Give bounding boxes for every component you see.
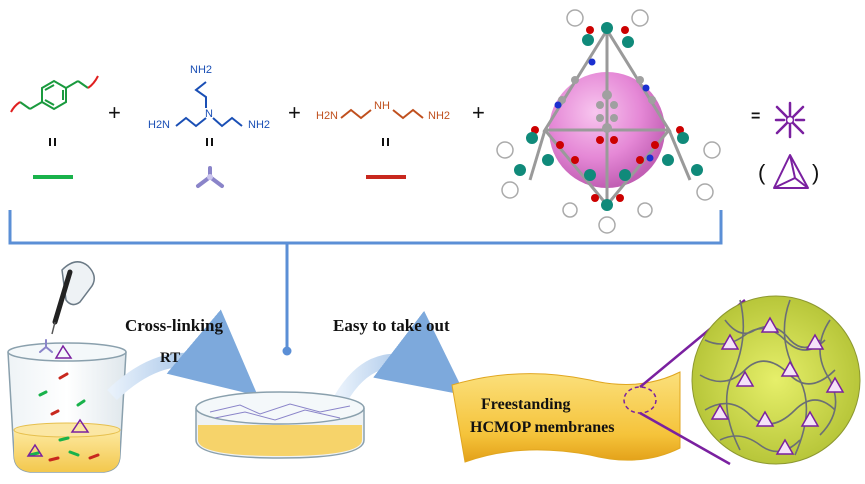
amine-a-nh2-right: NH2 xyxy=(248,119,271,131)
amine-a-h2n-left: H2N xyxy=(148,119,171,131)
membrane-label-line2: HCMOP membranes xyxy=(470,419,615,436)
membrane-sheet xyxy=(451,371,681,463)
amine-b-h2n: H2N xyxy=(316,110,339,122)
take-out-arrow xyxy=(333,310,466,404)
pipette-glove-icon xyxy=(51,261,95,335)
amine-a-center-n: N xyxy=(205,108,213,120)
bracket-endpoint xyxy=(282,346,292,356)
terephthalaldehyde-structure xyxy=(19,79,89,111)
beaker-icon xyxy=(7,339,127,473)
equals-sign: = xyxy=(751,108,761,125)
membrane-label-line1: Freestanding xyxy=(481,396,571,413)
tris-amine-node xyxy=(207,174,213,180)
aldehyde-oxygen-icon xyxy=(10,75,99,113)
amine-b-nh2: NH2 xyxy=(428,110,451,122)
equivalence-mark-aldehyde xyxy=(49,138,56,146)
take-out-label: Easy to take out xyxy=(333,316,450,335)
equivalence-mark-amine xyxy=(206,138,213,146)
paren-open: ( xyxy=(758,160,766,185)
petri-dish-icon xyxy=(195,391,365,459)
bracket-connector xyxy=(8,210,723,351)
amine-b-nh: NH xyxy=(374,100,390,112)
plus-sign: + xyxy=(288,100,301,125)
amine-a-nh2-top: NH2 xyxy=(190,64,213,76)
cage-node-center xyxy=(785,115,795,125)
rt-condition-label: RT xyxy=(160,350,181,366)
metal-organic-cage-structure xyxy=(496,9,721,234)
paren-close: ) xyxy=(812,160,820,185)
diethylenetriamine-structure xyxy=(340,108,424,120)
plus-sign: + xyxy=(108,100,121,125)
cross-linking-arrow xyxy=(107,309,258,401)
cross-linking-label: Cross-linking xyxy=(125,316,223,335)
zoom-line-bottom xyxy=(639,411,731,466)
tris-aminoethyl-amine-structure xyxy=(175,81,243,128)
plus-sign: + xyxy=(472,100,485,125)
zoomed-network-view xyxy=(691,295,861,465)
equivalence-mark-diamine xyxy=(382,138,389,146)
tetrahedron-cage-icon xyxy=(773,154,809,189)
